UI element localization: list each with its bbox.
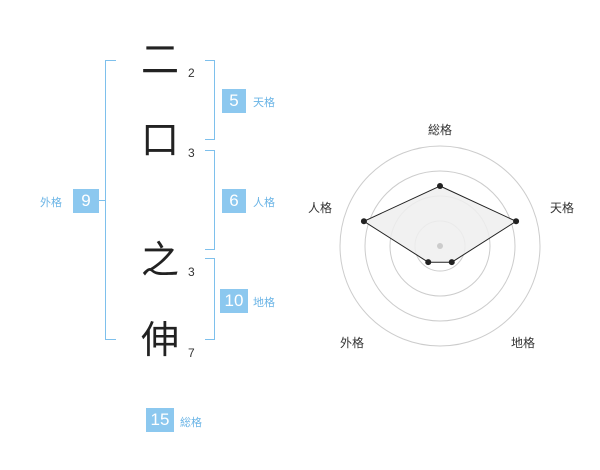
stroke-count-3: 3 xyxy=(188,265,195,279)
chikaku-badge: 10 xyxy=(220,289,248,313)
gaikaku-badge: 9 xyxy=(73,189,99,213)
radar-point-2 xyxy=(448,259,455,266)
radar-point-1 xyxy=(513,218,520,225)
gaikaku-bracket xyxy=(105,60,116,340)
stroke-count-4: 7 xyxy=(188,346,195,360)
radar-label-soukaku: 総格 xyxy=(428,123,453,137)
soukaku-badge: 15 xyxy=(146,408,174,432)
radar-point-3 xyxy=(425,259,432,266)
tenkaku-bracket xyxy=(205,60,215,140)
chikaku-label: 地格 xyxy=(253,296,275,309)
name-char-2: 口 xyxy=(140,118,179,162)
radar-label-tenkaku: 天格 xyxy=(550,201,575,215)
radar-ring-3 xyxy=(364,170,516,322)
tenkaku-label: 天格 xyxy=(253,96,275,109)
gaikaku-connector xyxy=(98,200,106,201)
radar-label-chikaku: 地格 xyxy=(511,336,536,350)
radar-polygon xyxy=(362,185,518,263)
radar-chart xyxy=(339,145,541,347)
radar-ring-4 xyxy=(339,145,541,347)
soukaku-label: 総格 xyxy=(180,416,202,429)
name-char-1: 二 xyxy=(140,38,179,82)
chikaku-bracket xyxy=(205,258,215,340)
tenkaku-badge: 5 xyxy=(222,89,246,113)
radar-label-gaikaku: 外格 xyxy=(340,336,365,350)
stroke-count-1: 2 xyxy=(188,66,195,80)
jinkaku-bracket xyxy=(205,150,215,250)
gaikaku-label: 外格 xyxy=(40,196,62,209)
name-char-4: 伸 xyxy=(140,318,179,362)
name-char-3: 之 xyxy=(140,238,179,282)
stroke-count-2: 3 xyxy=(188,146,195,160)
radar-point-0 xyxy=(437,183,443,189)
jinkaku-label: 人格 xyxy=(253,196,275,209)
radar-center-dot xyxy=(437,243,443,249)
radar-label-jinkaku: 人格 xyxy=(308,201,333,215)
radar-point-4 xyxy=(360,218,367,225)
jinkaku-badge: 6 xyxy=(222,189,246,213)
